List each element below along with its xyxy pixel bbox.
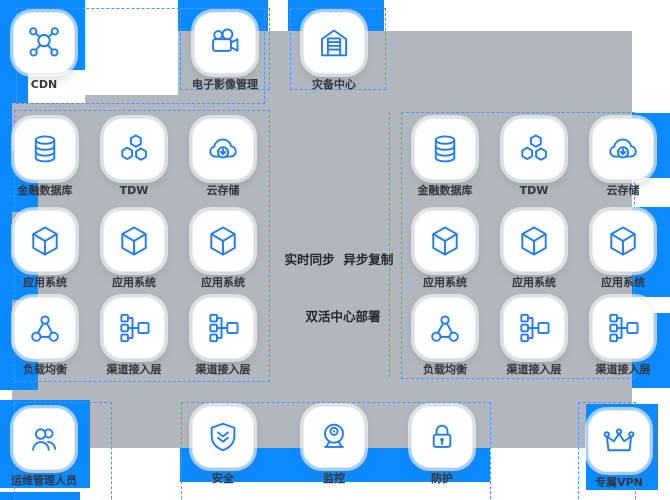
webcam-icon — [317, 420, 351, 454]
database-icon — [28, 132, 62, 166]
app-system-cube-icon — [517, 224, 551, 258]
accent-top-left-notch — [28, 70, 85, 103]
users-icon — [27, 422, 61, 456]
shield-check-icon — [206, 420, 240, 454]
load-balancer-icon — [428, 311, 462, 345]
cdn-network-icon — [27, 26, 61, 60]
node-monitoring: 监控 — [303, 406, 365, 485]
node-load-balancer: 负载均衡 — [414, 297, 476, 397]
node-app-system: 应用系统 — [103, 210, 165, 297]
video-camera-icon — [208, 26, 242, 60]
app-system-cube-icon — [606, 224, 640, 258]
node-cloud-storage: 云存储 — [192, 118, 254, 210]
lock-icon — [425, 420, 459, 454]
channel-access-icon — [606, 311, 640, 345]
crown-icon — [602, 424, 636, 458]
cloud-storage-icon — [606, 132, 640, 166]
node-label: 安全 — [212, 472, 234, 485]
node-app-system: 应用系统 — [14, 210, 76, 297]
node-ops-users: 运维管理人员 — [11, 408, 77, 487]
cloud-storage-icon — [206, 132, 240, 166]
left-datacenter-grid: 金融数据库 TDW 云存储 应用系统 应用系统 应用系统 负载均衡 渠道接入层 … — [14, 118, 281, 397]
node-tdw: TDW — [503, 118, 565, 210]
node-label: 灾备中心 — [312, 78, 356, 91]
node-label: 运维管理人员 — [11, 474, 77, 487]
accent-bottom-left-strip — [0, 492, 80, 500]
node-protection: 防护 — [411, 406, 473, 485]
app-system-cube-icon — [206, 224, 240, 258]
node-imaging: 电子影像管理 — [192, 12, 258, 91]
channel-access-icon — [517, 311, 551, 345]
node-label: 电子影像管理 — [192, 78, 258, 91]
node-dr-center: 灾备中心 — [303, 12, 365, 91]
node-security: 安全 — [192, 406, 254, 485]
app-system-cube-icon — [428, 224, 462, 258]
node-financial-db: 金融数据库 — [14, 118, 76, 210]
tdw-hexagons-icon — [117, 132, 151, 166]
node-vpn: 专属VPN — [588, 410, 650, 489]
node-channel-access: 渠道接入层 — [103, 297, 165, 397]
node-app-system: 应用系统 — [592, 210, 654, 297]
node-app-system: 应用系统 — [192, 210, 254, 297]
database-icon — [428, 132, 462, 166]
node-financial-db: 金融数据库 — [414, 118, 476, 210]
node-label: 监控 — [323, 472, 345, 485]
annotation-dual-active: 双活中心部署 — [305, 309, 381, 324]
node-label: 防护 — [431, 472, 453, 485]
annotation-sync: 实时同步 异步复制 — [284, 252, 394, 267]
channel-access-icon — [206, 311, 240, 345]
node-channel-access: 渠道接入层 — [192, 297, 254, 397]
right-datacenter-grid: 金融数据库 TDW 云存储 应用系统 应用系统 应用系统 负载均衡 渠道接入层 … — [414, 118, 670, 397]
node-app-system: 应用系统 — [414, 210, 476, 297]
node-label: CDN — [30, 78, 58, 91]
node-channel-access: 渠道接入层 — [592, 297, 654, 397]
node-tdw: TDW — [103, 118, 165, 210]
tdw-hexagons-icon — [517, 132, 551, 166]
warehouse-icon — [317, 26, 351, 60]
accent-left-strip — [0, 95, 12, 390]
node-channel-access: 渠道接入层 — [503, 297, 565, 397]
node-label: 专属VPN — [595, 476, 643, 489]
channel-access-icon — [117, 311, 151, 345]
node-cloud-storage: 云存储 — [592, 118, 654, 210]
node-app-system: 应用系统 — [503, 210, 565, 297]
app-system-cube-icon — [28, 224, 62, 258]
node-load-balancer: 负载均衡 — [14, 297, 76, 397]
node-cdn: CDN — [13, 12, 75, 91]
app-system-cube-icon — [117, 224, 151, 258]
load-balancer-icon — [28, 311, 62, 345]
